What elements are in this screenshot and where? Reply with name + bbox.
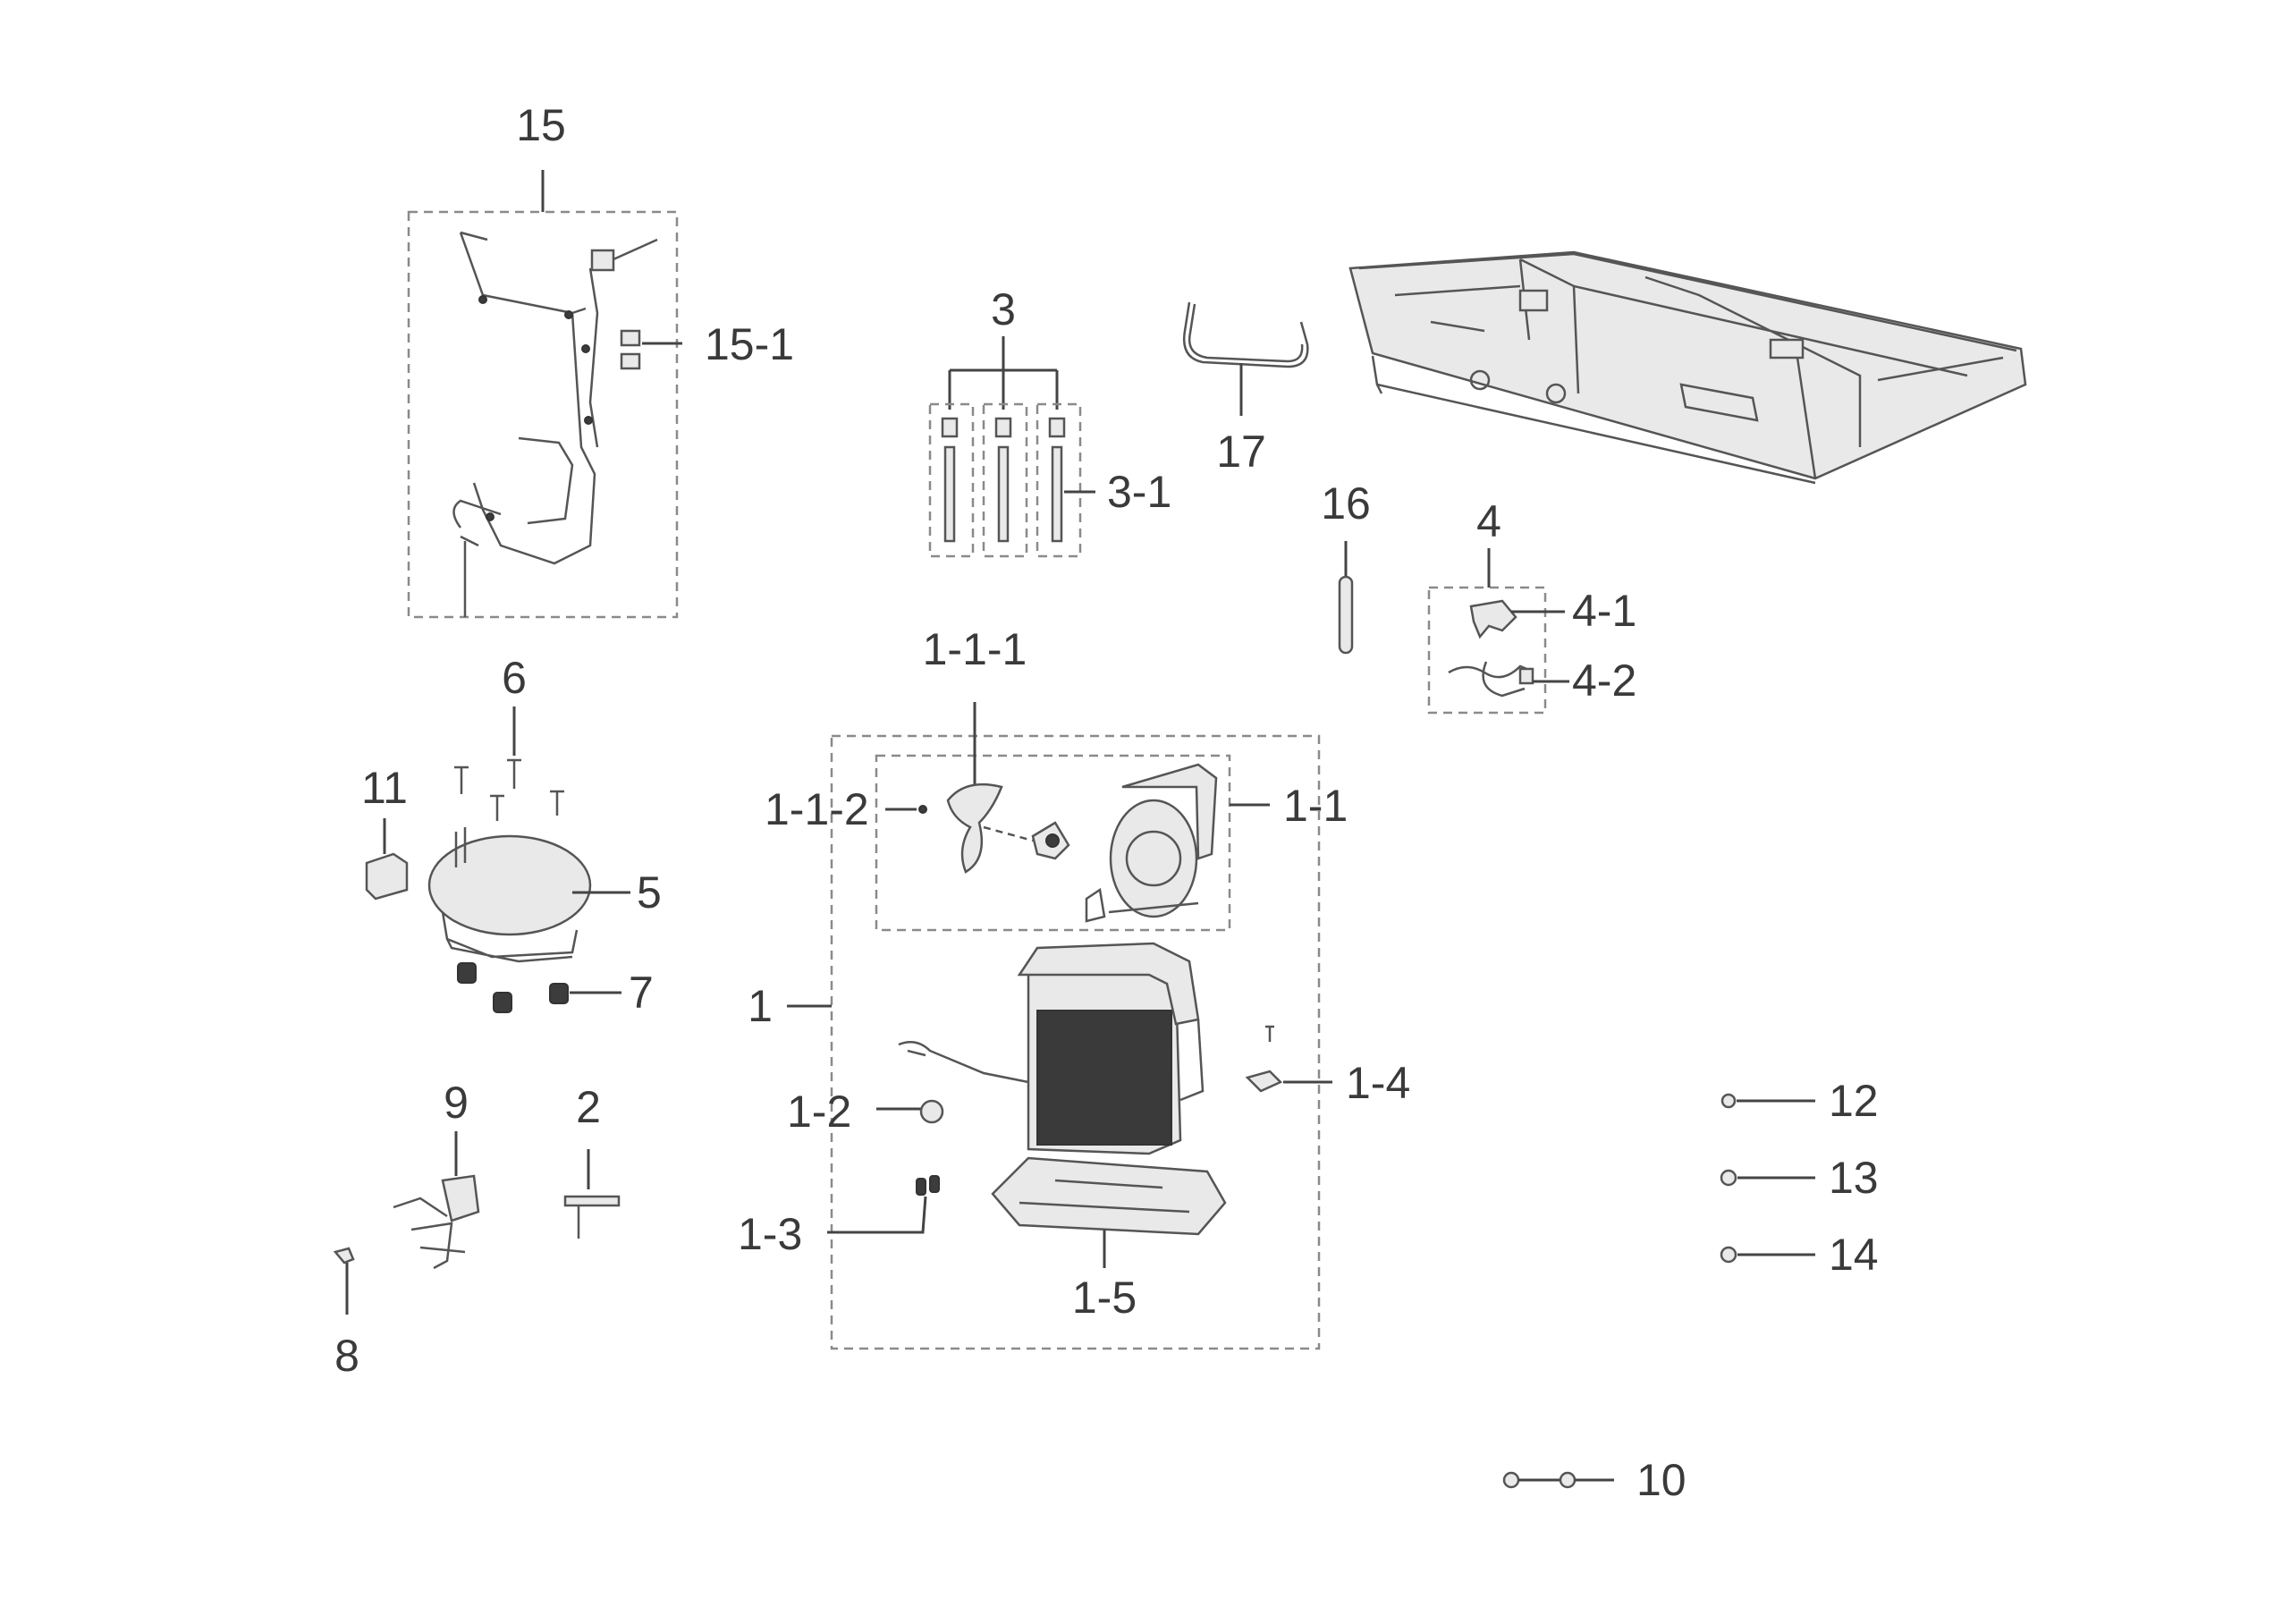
label-9: 9	[444, 1078, 469, 1128]
part-1-1-1-fan-blade[interactable]	[946, 702, 1034, 874]
part-1-4-bracket[interactable]	[1245, 1025, 1332, 1093]
label-1-1-1: 1-1-1	[923, 624, 1027, 674]
condenser-coil	[898, 942, 1205, 1155]
label-8: 8	[334, 1331, 359, 1381]
part-1-2-cap[interactable]	[876, 1099, 944, 1124]
label-1-1-2: 1-1-2	[765, 784, 869, 834]
part-14-nut[interactable]	[1720, 1246, 1815, 1264]
label-14: 14	[1829, 1230, 1879, 1280]
label-5: 5	[637, 867, 662, 918]
fan-shroud	[1085, 763, 1218, 923]
part-9-bracket-harness[interactable]	[393, 1131, 480, 1270]
part-8-clip[interactable]	[333, 1247, 355, 1315]
part-2-pipe-fitting[interactable]	[563, 1149, 621, 1239]
part-6-screws[interactable]	[454, 706, 564, 821]
drier-b	[994, 417, 1012, 543]
label-1-1: 1-1	[1283, 781, 1348, 831]
part-16-sensor[interactable]	[1338, 541, 1354, 655]
label-2: 2	[576, 1082, 601, 1132]
label-11: 11	[361, 763, 408, 813]
label-15: 15	[516, 100, 566, 150]
part-1-1-fan-motor-assembly[interactable]	[875, 754, 1270, 932]
part-15-1-clips[interactable]	[620, 329, 682, 370]
label-4: 4	[1476, 496, 1501, 546]
drier-a	[941, 417, 959, 543]
part-10-grommets[interactable]	[1502, 1471, 1614, 1489]
label-17: 17	[1216, 427, 1266, 477]
part-1-5-base-tray[interactable]	[991, 1156, 1227, 1268]
label-3: 3	[991, 284, 1016, 334]
part-11-cover[interactable]	[365, 818, 409, 901]
label-12: 12	[1829, 1076, 1879, 1126]
label-1-3: 1-3	[738, 1209, 802, 1259]
label-10: 10	[1636, 1455, 1686, 1505]
label-1: 1	[748, 981, 773, 1031]
part-7-grommets[interactable]	[457, 962, 621, 1013]
part-15-tubing-assembly[interactable]	[407, 170, 679, 619]
label-4-2: 4-2	[1572, 656, 1636, 706]
label-3-1: 3-1	[1107, 467, 1171, 517]
drier-c	[1048, 417, 1066, 543]
part-17-tube[interactable]	[1182, 301, 1309, 416]
part-3-drier-set[interactable]	[928, 336, 1095, 558]
part-4-relay-assembly[interactable]	[1427, 548, 1569, 715]
cabinet-base-frame[interactable]	[1348, 250, 2027, 485]
part-13-washer[interactable]	[1720, 1169, 1815, 1187]
fan-motor	[1031, 821, 1070, 860]
part-1-1-2-nut[interactable]	[885, 805, 927, 814]
label-15-1: 15-1	[705, 319, 794, 369]
part-1-3-spacers[interactable]	[827, 1175, 940, 1234]
label-4-1: 4-1	[1572, 586, 1636, 636]
label-13: 13	[1829, 1153, 1879, 1203]
label-1-2: 1-2	[787, 1087, 851, 1137]
label-1-4: 1-4	[1346, 1058, 1410, 1108]
part-5-compressor[interactable]	[427, 827, 630, 963]
label-16: 16	[1321, 478, 1371, 529]
label-6: 6	[502, 653, 527, 703]
part-12-washer[interactable]	[1720, 1093, 1815, 1109]
label-7: 7	[629, 968, 654, 1018]
label-1-5: 1-5	[1072, 1273, 1137, 1323]
part-1-condenser-assembly[interactable]	[787, 734, 1321, 1350]
